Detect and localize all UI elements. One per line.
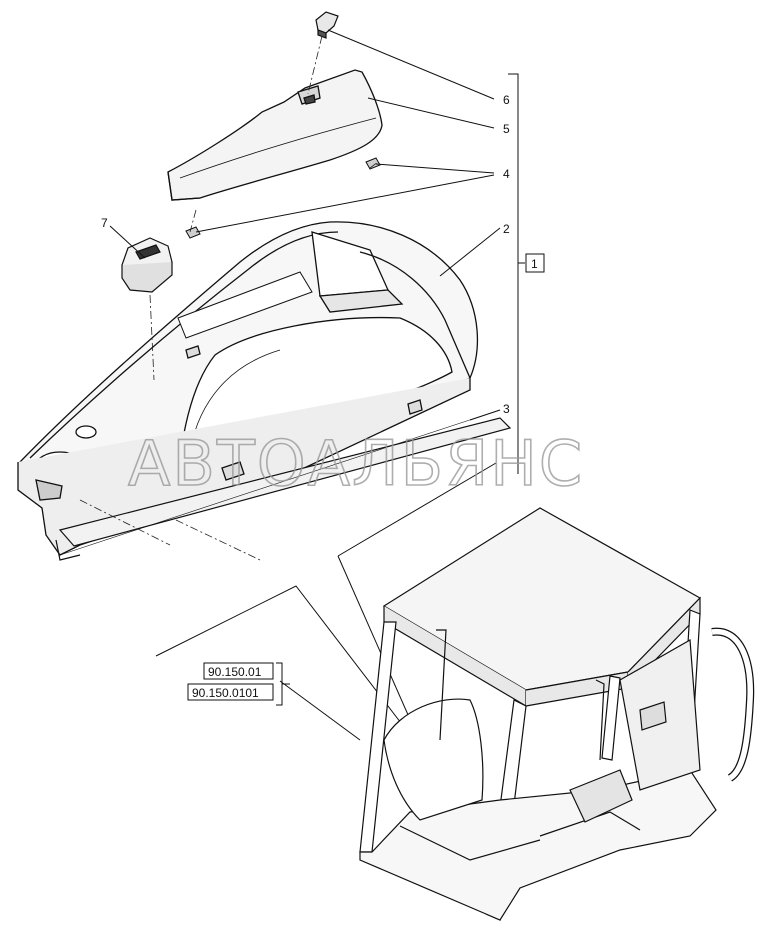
callout-6: 6	[503, 93, 510, 107]
callout-labels: 6 5 4 7 2 3	[101, 93, 510, 416]
callout-1: 1	[531, 257, 538, 271]
leader-lines	[59, 29, 525, 743]
reference-90-150-01: 90.150.01	[208, 665, 262, 679]
callout-3: 3	[503, 402, 510, 416]
callout-7: 7	[101, 216, 108, 230]
part-2-console	[17, 221, 478, 556]
reference-90-150-0101: 90.150.0101	[192, 686, 259, 700]
part-5-lid	[167, 69, 383, 201]
part-4-fasteners	[185, 157, 381, 239]
part-7-tray	[121, 237, 173, 293]
part-6-knob	[315, 11, 339, 39]
callout-5: 5	[503, 122, 510, 136]
watermark-text: АВТОАЛЬЯНС	[128, 427, 584, 500]
part-3-base	[55, 417, 512, 561]
cab-frame	[359, 507, 755, 921]
assembly-lines	[79, 35, 379, 561]
callout-1-box: 1	[525, 253, 545, 273]
callout-4: 4	[503, 167, 510, 181]
callout-2: 2	[503, 222, 510, 236]
reference-boxes: 90.150.01 90.150.0101	[187, 662, 290, 706]
